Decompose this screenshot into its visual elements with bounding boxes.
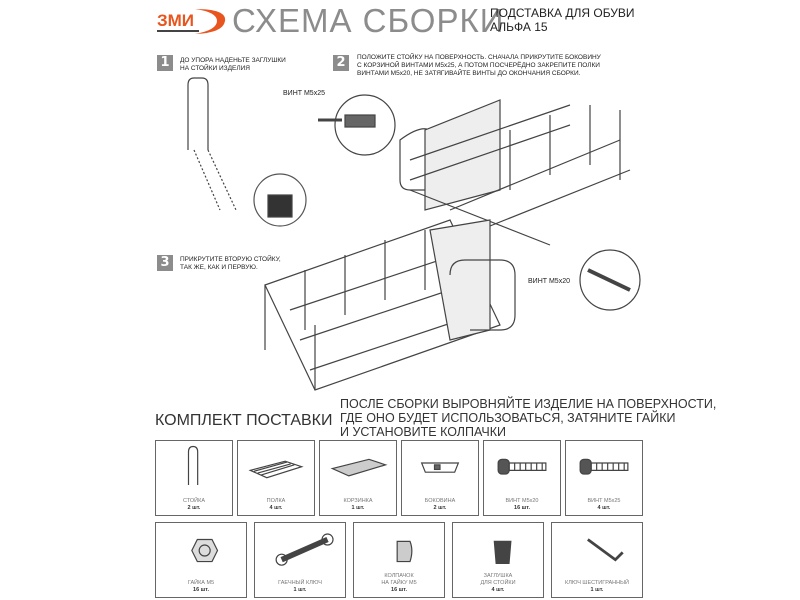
assembly-illustration	[187, 77, 641, 391]
step-3-badge: 3	[157, 255, 173, 271]
screw-m5x20-label: ВИНТ М5х20	[528, 278, 570, 285]
screw-icon	[579, 458, 629, 475]
hex-key-icon	[587, 538, 624, 562]
step-3-text: ПРИКРУТИТЕ ВТОРУЮ СТОЙКУ,ТАК ЖЕ, КАК И П…	[180, 256, 281, 271]
svg-text:ЗМИ: ЗМИ	[157, 11, 194, 30]
step-2-badge: 2	[333, 55, 349, 71]
wrench-icon	[275, 533, 334, 566]
end-plug-icon	[493, 540, 512, 564]
page-title: СХЕМА СБОРКИ	[232, 2, 505, 39]
shelf-icon	[248, 460, 304, 479]
cap-nut-icon	[396, 540, 413, 563]
step-2-text: ПОЛОЖИТЕ СТОЙКУ НА ПОВЕРХНОСТЬ. СНАЧАЛА …	[357, 54, 601, 77]
step-1-badge: 1	[157, 55, 173, 71]
screw-icon	[497, 458, 547, 475]
basket-icon	[330, 458, 388, 477]
final-note: ПОСЛЕ СБОРКИ ВЫРОВНЯЙТЕ ИЗДЕЛИЕ НА ПОВЕР…	[340, 397, 717, 439]
side-panel-icon	[420, 462, 460, 473]
nut-icon	[191, 538, 219, 563]
logo: ЗМИ	[157, 9, 226, 34]
screw-m5x25-label: ВИНТ М5х25	[283, 90, 325, 97]
rack-post-icon	[187, 445, 199, 486]
kit-title: КОМПЛЕКТ ПОСТАВКИ	[155, 412, 333, 429]
